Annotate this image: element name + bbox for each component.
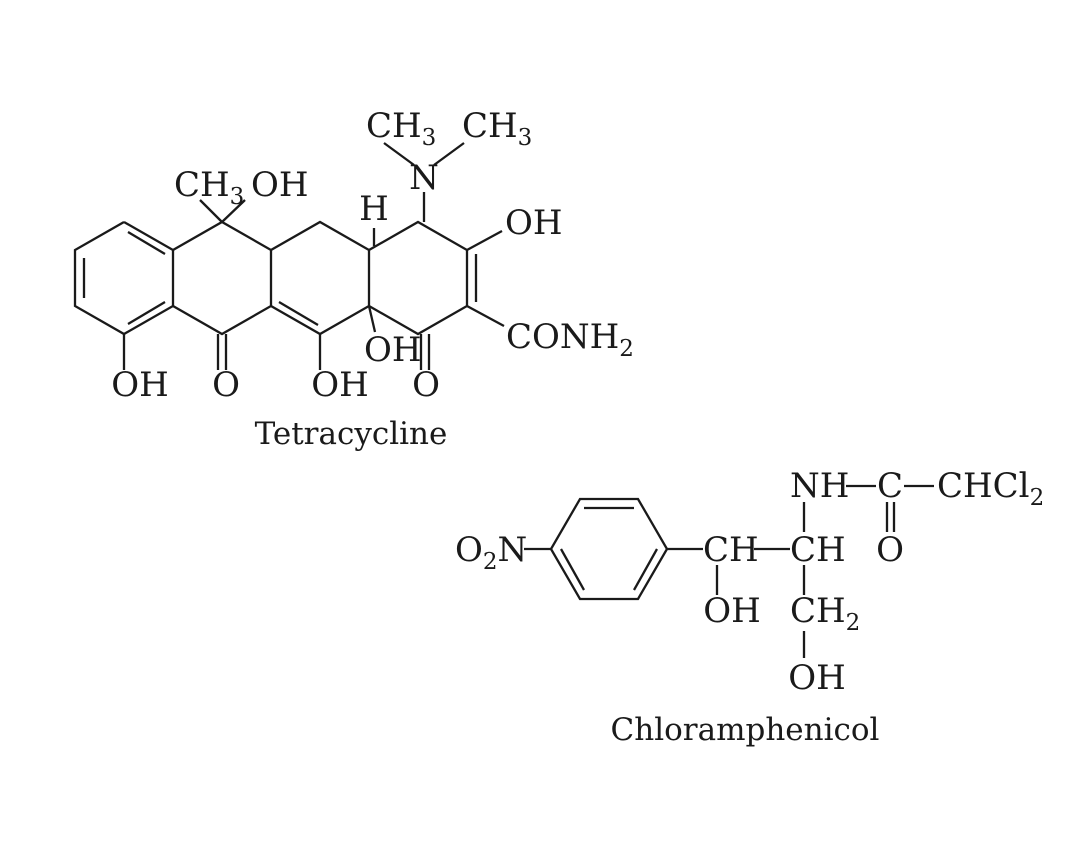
carbonyl-c-label: C xyxy=(877,466,903,506)
oh-bottom-2-label: OH xyxy=(311,365,369,405)
h-label: H xyxy=(359,189,389,229)
n-ch3-bond-right xyxy=(433,142,465,166)
carbonyl-o-label: O xyxy=(876,530,904,570)
oh-mid-label: OH xyxy=(364,330,422,370)
oh-2-label: OH xyxy=(788,658,846,698)
conh2-label: CONH2 xyxy=(506,317,634,362)
nh-label: NH xyxy=(790,466,849,506)
tetracycline-caption: Tetracycline xyxy=(255,416,448,452)
ch3-c-label: CH3 xyxy=(174,165,244,210)
oh-c-label: OH xyxy=(251,165,309,205)
o-bottom-2-label: O xyxy=(412,365,440,405)
oh-bond-junction xyxy=(367,305,377,333)
chloramphenicol-labels: O2N CH CH NH C CHCl2 O OH CH2 OH Chloram… xyxy=(455,466,1044,748)
tetracycline-structure: CH3 CH3 N CH3 OH H OH CONH2 OH OH O OH O… xyxy=(73,106,634,452)
ring-d-bonds xyxy=(368,220,469,336)
ch-1-label: CH xyxy=(703,530,759,570)
chloramphenicol-bonds xyxy=(524,484,934,658)
ch2-label: CH2 xyxy=(790,591,860,636)
oh-right-label: OH xyxy=(505,203,563,243)
oh-bond-b xyxy=(221,199,246,223)
nitro-label: O2N xyxy=(455,530,527,575)
o-bottom-1-label: O xyxy=(212,365,240,405)
ring-c-bonds xyxy=(270,220,371,336)
conh2-bond-d xyxy=(466,304,505,328)
ch3-left-label: CH3 xyxy=(366,106,436,151)
benzene-ring-bonds xyxy=(549,497,669,601)
tetracycline-labels: CH3 CH3 N CH3 OH H OH CONH2 OH OH O OH O… xyxy=(111,106,634,452)
oh-bond-d xyxy=(466,229,503,252)
n-label: N xyxy=(409,158,439,198)
ring-a-inner-bond-2 xyxy=(127,301,166,325)
ch3-bond-b xyxy=(199,199,223,223)
chcl2-label: CHCl2 xyxy=(937,466,1044,511)
oh-1-label: OH xyxy=(703,591,761,631)
ring-a-bonds xyxy=(73,221,175,336)
benzene-inner-bond-3 xyxy=(559,548,586,591)
tetracycline-bonds xyxy=(73,142,505,370)
ch3-right-label: CH3 xyxy=(462,106,532,151)
n-ch3-bond-left xyxy=(383,142,415,166)
oh-bottom-1-label: OH xyxy=(111,365,169,405)
chloramphenicol-caption: Chloramphenicol xyxy=(611,712,880,748)
benzene-inner-bond-2 xyxy=(632,548,659,591)
ring-a-inner-bond-1 xyxy=(127,231,166,255)
ring-c-double-bond xyxy=(278,301,319,326)
chloramphenicol-structure: O2N CH CH NH C CHCl2 O OH CH2 OH Chloram… xyxy=(455,466,1044,748)
ring-b-bonds xyxy=(172,220,273,336)
ch-2-label: CH xyxy=(790,530,846,570)
